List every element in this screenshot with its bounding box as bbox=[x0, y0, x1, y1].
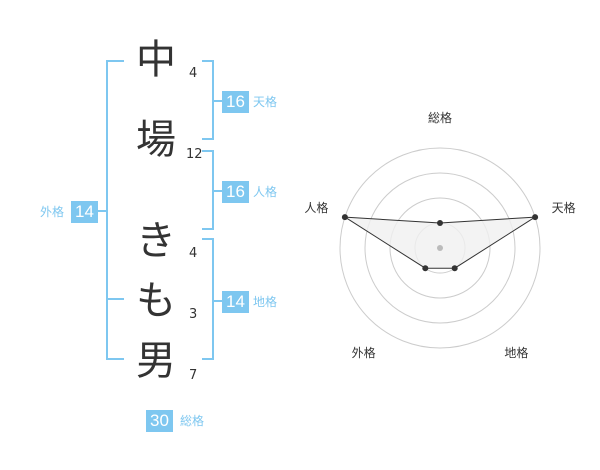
radar-axis-label-1: 総格 bbox=[428, 110, 452, 125]
stroke-count-3: 4 bbox=[189, 246, 198, 261]
name-char-1: 中 bbox=[136, 37, 176, 83]
radar-ring-4 bbox=[339, 147, 541, 349]
tenkaku-value-badge: 16 bbox=[222, 91, 249, 113]
radar-ring-3 bbox=[364, 172, 516, 324]
radar-polygon bbox=[344, 216, 536, 269]
tenkaku-bracket-bottom bbox=[202, 138, 214, 140]
tenkaku-bracket-top bbox=[202, 60, 214, 62]
tenkaku-label: 天格 bbox=[253, 95, 278, 109]
jinkaku-connector bbox=[212, 190, 222, 192]
name-char-5: 男 bbox=[136, 338, 176, 384]
radar-axis-label-2: 天格 bbox=[552, 200, 576, 215]
chikaku-bracket bbox=[212, 238, 214, 360]
radar-point-4 bbox=[422, 265, 429, 272]
gaikaku-connector bbox=[97, 210, 108, 212]
radar-axis-label-3: 地格 bbox=[504, 345, 528, 360]
soukaku-label: 総格 bbox=[180, 414, 205, 428]
radar-point-3 bbox=[451, 265, 458, 272]
jinkaku-bracket-top bbox=[202, 150, 214, 152]
gaikaku-label: 外格 bbox=[40, 205, 65, 219]
name-char-3: き bbox=[136, 218, 176, 264]
radar-point-5 bbox=[341, 214, 348, 221]
name-char-4: も bbox=[136, 278, 176, 324]
soukaku-value-badge: 30 bbox=[146, 410, 173, 432]
gaikaku-bracket-top bbox=[106, 60, 124, 62]
jinkaku-bracket-bottom bbox=[202, 228, 214, 230]
radar-center-dot bbox=[437, 245, 443, 251]
chikaku-connector bbox=[212, 300, 222, 302]
radar-axis-label-5: 人格 bbox=[304, 200, 328, 215]
chikaku-value-badge: 14 bbox=[222, 291, 249, 313]
chikaku-bracket-bottom bbox=[202, 358, 214, 360]
gaikaku-bracket-bottom bbox=[106, 358, 124, 360]
gaikaku-value-badge: 14 bbox=[71, 201, 98, 223]
chikaku-label: 地格 bbox=[253, 295, 278, 309]
radar-ring-2 bbox=[389, 197, 491, 299]
radar-point-2 bbox=[532, 214, 539, 221]
chikaku-bracket-top bbox=[202, 238, 214, 240]
tenkaku-connector bbox=[212, 100, 222, 102]
radar-axis-label-4: 外格 bbox=[352, 345, 376, 360]
jinkaku-value-badge: 16 bbox=[222, 181, 249, 203]
jinkaku-label: 人格 bbox=[253, 185, 278, 199]
stroke-count-5: 7 bbox=[189, 368, 198, 383]
name-char-2: 場 bbox=[136, 117, 176, 163]
gaikaku-bracket-mid bbox=[106, 298, 124, 300]
stroke-count-2: 12 bbox=[186, 147, 203, 162]
stroke-count-4: 3 bbox=[189, 307, 198, 322]
stroke-count-1: 4 bbox=[189, 66, 198, 81]
radar-point-1 bbox=[437, 220, 443, 226]
